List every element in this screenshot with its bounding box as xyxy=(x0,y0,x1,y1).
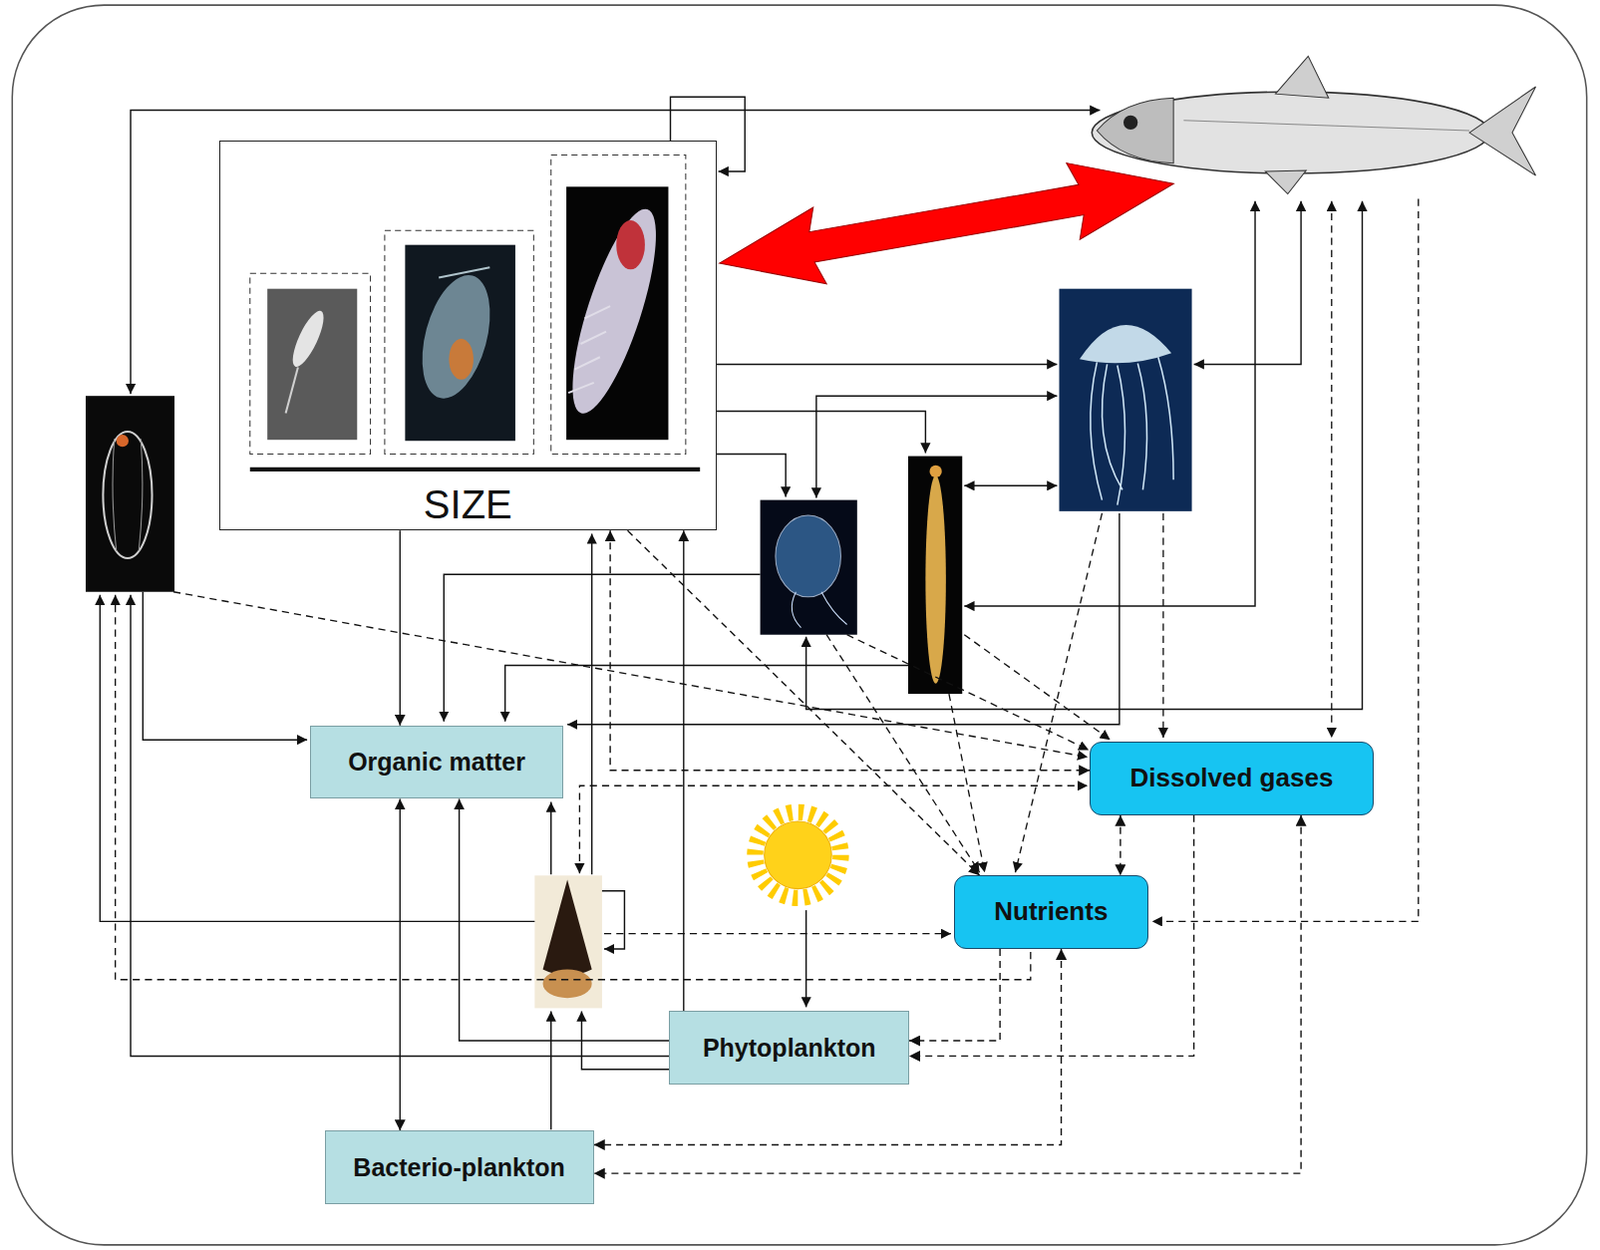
flow-line xyxy=(505,664,909,721)
ctenophore-photo xyxy=(85,395,175,593)
chaetognath-head xyxy=(929,465,942,478)
connector xyxy=(682,530,684,1011)
flow-line xyxy=(142,592,308,740)
medium-copepod-gut xyxy=(448,338,474,380)
dinoflagellate-hypotheca xyxy=(543,968,593,998)
connector xyxy=(610,530,1090,771)
ctenophore-organ xyxy=(116,434,129,447)
pool-box: Phytoplankton xyxy=(668,1010,910,1085)
size-class-frame xyxy=(384,230,534,454)
medium-copepod xyxy=(409,268,502,407)
connector-group xyxy=(399,530,1301,1174)
fish-lateral-line xyxy=(1183,120,1470,131)
flow-line xyxy=(806,201,1363,710)
dinoflagellate-photo xyxy=(534,875,603,1008)
node-label: Bacterio-plankton xyxy=(352,1153,566,1183)
flow-line xyxy=(591,533,593,875)
krill-red-patch xyxy=(616,220,645,270)
fish-eye xyxy=(1123,115,1138,130)
flow-line xyxy=(816,395,1058,498)
exchange-line xyxy=(949,693,985,873)
pool-box: Organic matter xyxy=(310,725,564,800)
krill-body xyxy=(556,201,673,422)
outer-frame xyxy=(11,4,1587,1246)
connector xyxy=(594,949,1062,1146)
node-label: Organic matter xyxy=(347,747,526,777)
fish-head xyxy=(1096,97,1174,164)
pool-box: Dissolved gases xyxy=(1089,741,1374,816)
small-copepod xyxy=(287,307,330,370)
small-copepod-photo xyxy=(267,289,357,441)
sun-rays xyxy=(754,812,841,899)
flow-line xyxy=(550,802,552,876)
small-copepod-tail xyxy=(286,367,299,414)
dinoflagellate-body xyxy=(543,879,593,975)
fish-pelvic-fin xyxy=(1265,170,1306,195)
ctenophore-ribs xyxy=(112,438,143,552)
fish-dorsal-fin xyxy=(1275,55,1328,98)
chaetognath-body xyxy=(925,475,946,684)
flow-line xyxy=(443,574,760,721)
flow-line xyxy=(716,411,927,454)
connector xyxy=(459,798,670,1041)
connector xyxy=(628,530,980,876)
size-axis-bar xyxy=(250,467,700,472)
flow-line xyxy=(670,96,746,172)
medium-copepod-antenna xyxy=(438,267,490,278)
flow-line xyxy=(805,910,807,1007)
connector xyxy=(909,815,1195,1057)
flow-line xyxy=(550,1010,552,1130)
ctenophore-body xyxy=(775,515,842,598)
flow-line xyxy=(567,513,1120,725)
exchange-line xyxy=(847,635,1090,751)
flow-line xyxy=(602,891,626,950)
connector xyxy=(1119,815,1121,876)
connector xyxy=(594,815,1301,1174)
chaetognath-photo xyxy=(908,456,962,695)
connector xyxy=(399,798,401,1131)
fish-tail xyxy=(1469,86,1537,176)
flow-line xyxy=(716,363,1058,365)
ctenophore-photo xyxy=(760,500,858,636)
ctenophore-body xyxy=(102,431,152,559)
ctenophore-tentacles xyxy=(791,592,847,629)
size-class-box: SIZE xyxy=(219,140,716,531)
node-label: SIZE xyxy=(423,481,513,528)
flow-line xyxy=(963,485,1057,487)
medium-copepod-photo xyxy=(404,245,516,442)
flow-line xyxy=(130,110,1100,395)
sun xyxy=(764,821,833,890)
node-label: Nutrients xyxy=(993,897,1108,928)
connector xyxy=(399,530,401,726)
krill-legs xyxy=(568,306,611,393)
connector xyxy=(909,949,1000,1041)
exchange-line xyxy=(579,785,1088,874)
exchange-line xyxy=(826,635,980,874)
size-class-frame xyxy=(551,155,686,455)
exchange-line xyxy=(604,933,952,935)
exchange-line xyxy=(963,635,1110,740)
exchange-line xyxy=(1162,513,1164,738)
pool-box: Bacterio-plankton xyxy=(324,1130,595,1205)
exchange-line xyxy=(1330,201,1332,738)
jellyfish-tentacles xyxy=(1090,356,1174,505)
pool-box: Nutrients xyxy=(954,875,1148,950)
predation-double-arrow xyxy=(712,145,1181,303)
size-class-frame xyxy=(250,273,371,454)
exchange-line xyxy=(115,595,1031,980)
node-label: Dissolved gases xyxy=(1130,763,1334,794)
fish-body xyxy=(1091,91,1490,174)
exchange-line xyxy=(1014,513,1102,873)
flow-line xyxy=(1194,201,1301,365)
node-label: Phytoplankton xyxy=(702,1033,877,1063)
flow-line xyxy=(963,201,1256,607)
flow-line xyxy=(716,454,787,498)
jellyfish-photo xyxy=(1058,289,1192,512)
